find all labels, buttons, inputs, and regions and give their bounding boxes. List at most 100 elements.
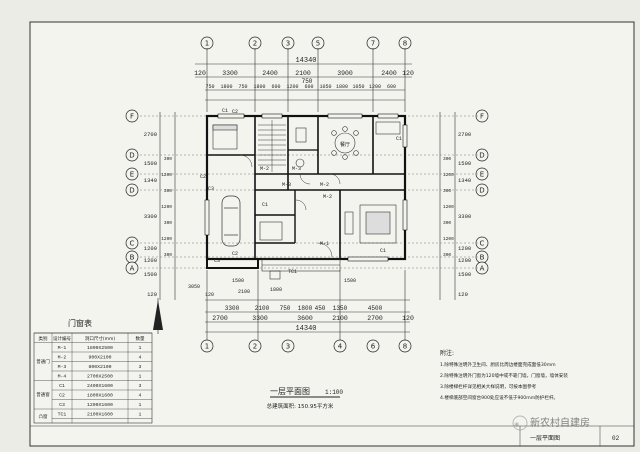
bottom-dim-1-4: 450 — [315, 305, 326, 312]
stair — [258, 120, 286, 172]
axis-bottom-0-label: 1 — [205, 343, 209, 351]
title-block: 一层平面图 02 — [30, 425, 634, 446]
axis-bottom-4: 6 — [366, 339, 380, 353]
top-dim-2-8: 1800 — [336, 84, 348, 90]
table-cell: M-1 — [58, 345, 67, 351]
table-cell: 4 — [139, 355, 142, 361]
door-label-6: M-3 — [292, 166, 301, 172]
table-cell: C1 — [59, 383, 65, 389]
note-item-1: 2.除特殊注明外门窗为120墙中或不靠门墙，门窗墙，墙体安装 — [440, 372, 568, 379]
bottom-dim-2-1: 3300 — [252, 315, 268, 322]
axis-top-5-label: 8 — [403, 40, 407, 48]
dining-room-label: 餐厅 — [340, 141, 350, 148]
axis-top-3-label: 5 — [316, 40, 320, 48]
axis-left-5: B — [125, 250, 139, 264]
table-cell: M-2 — [58, 355, 67, 361]
table-cell: 900X2100 — [88, 355, 111, 361]
axis-right-0-label: F — [480, 113, 484, 121]
axis-right-1-label: D — [479, 152, 484, 160]
left-dim2-5: 1200 — [161, 236, 172, 242]
window-openings — [204, 113, 408, 262]
axis-bottom-3-label: 4 — [338, 343, 343, 351]
door-swings — [239, 154, 341, 258]
bed-furniture — [212, 124, 283, 241]
right-dim-7: 120 — [458, 291, 468, 298]
north-arrow-icon — [153, 298, 163, 334]
top-dim-extra: 750 — [302, 78, 313, 85]
table-header-2: 洞口尺寸(mm) — [85, 335, 116, 342]
table-cell: 1200X1600 — [87, 402, 113, 408]
bottom-dim-2-5: 120 — [402, 315, 414, 322]
left-dim-4: 1200 — [144, 245, 157, 252]
axis-bottom-4-label: 6 — [371, 343, 376, 351]
axis-top-0: 1 — [200, 36, 214, 50]
door-label-15: C1 — [396, 136, 402, 142]
top-dim-2-1: 1800 — [220, 84, 232, 90]
table-title: 门窗表 — [68, 318, 92, 328]
table-cell: 1 — [139, 345, 142, 351]
axis-left-0-label: F — [130, 113, 134, 121]
table-cell: 1800X1600 — [87, 393, 113, 399]
top-dim-2-3: 1800 — [253, 84, 265, 90]
door-label-4: C1 — [380, 248, 386, 254]
plan-title: 一层平面图 — [270, 387, 310, 396]
notes-list: 1.除特殊注明外卫生间、厨房比周边楼面完成面低30mm2.除特殊注明外门窗为12… — [440, 361, 568, 401]
axis-right-5-label: B — [480, 254, 485, 262]
left-dimension-text: 2700150013403300120012001500120300120030… — [144, 131, 172, 298]
door-label-5: M-2 — [260, 166, 269, 172]
table-header-0: 类别 — [39, 335, 48, 342]
left-dim2-1: 1200 — [161, 172, 172, 178]
axis-left-3-label: D — [129, 187, 134, 195]
axis-left-6-label: A — [130, 265, 135, 273]
door-label-2: C3 — [208, 186, 214, 192]
axis-bottom-5: 8 — [398, 339, 412, 353]
table-group-2: 凸窗 — [39, 413, 48, 420]
axis-bottom-2: 3 — [281, 339, 295, 353]
notes-heading: 附注: — [440, 349, 454, 357]
left-dim-2: 1340 — [144, 177, 157, 184]
axis-left-5-label: B — [130, 254, 135, 262]
svg-text:◉: ◉ — [514, 421, 519, 428]
table-cell: M-3 — [58, 364, 67, 370]
bottom-dim-1-6: 4500 — [368, 305, 383, 312]
top-dim-1-2: 2400 — [262, 70, 278, 77]
right-dim2-1: 1200 — [443, 172, 454, 178]
left-dim-7: 120 — [147, 291, 157, 298]
door-label-1: C2 — [232, 109, 238, 115]
table-header-1: 设计编号 — [53, 335, 71, 342]
right-dim2-0: 300 — [443, 156, 451, 162]
right-dim2-2: 300 — [443, 188, 451, 194]
top-dim-1-0: 120 — [194, 70, 206, 77]
door-label-11: C1 — [262, 202, 268, 208]
bottom-dim-2-0: 2700 — [212, 315, 228, 322]
door-label-9: M-2 — [323, 194, 332, 200]
right-dim-5: 1200 — [458, 257, 471, 264]
right-dim-0: 2700 — [458, 131, 471, 138]
top-dim-2-0: 750 — [205, 84, 214, 90]
left-dim-5: 1200 — [144, 257, 157, 264]
table-group-1: 普通窗 — [36, 391, 50, 398]
bottom-misc-dim-3: 3050 — [188, 284, 200, 290]
top-dim-2-4: 600 — [271, 84, 280, 90]
dining-table — [331, 126, 359, 160]
bottom-dim-2-3: 2100 — [332, 315, 348, 322]
axis-top-1: 2 — [248, 36, 262, 50]
door-label-7: M-3 — [282, 182, 291, 188]
axis-top-4-label: 7 — [371, 40, 375, 48]
door-label-8: M-2 — [320, 182, 329, 188]
table-cell: 2100X1600 — [87, 412, 113, 418]
top-dim-1-1: 3300 — [222, 70, 238, 77]
table-header-3: 数量 — [136, 335, 145, 342]
axis-right-0: F — [475, 109, 489, 123]
door-label-12: C2 — [232, 251, 238, 257]
table-cell: C2 — [59, 393, 65, 399]
left-dim-6: 1500 — [144, 271, 157, 278]
